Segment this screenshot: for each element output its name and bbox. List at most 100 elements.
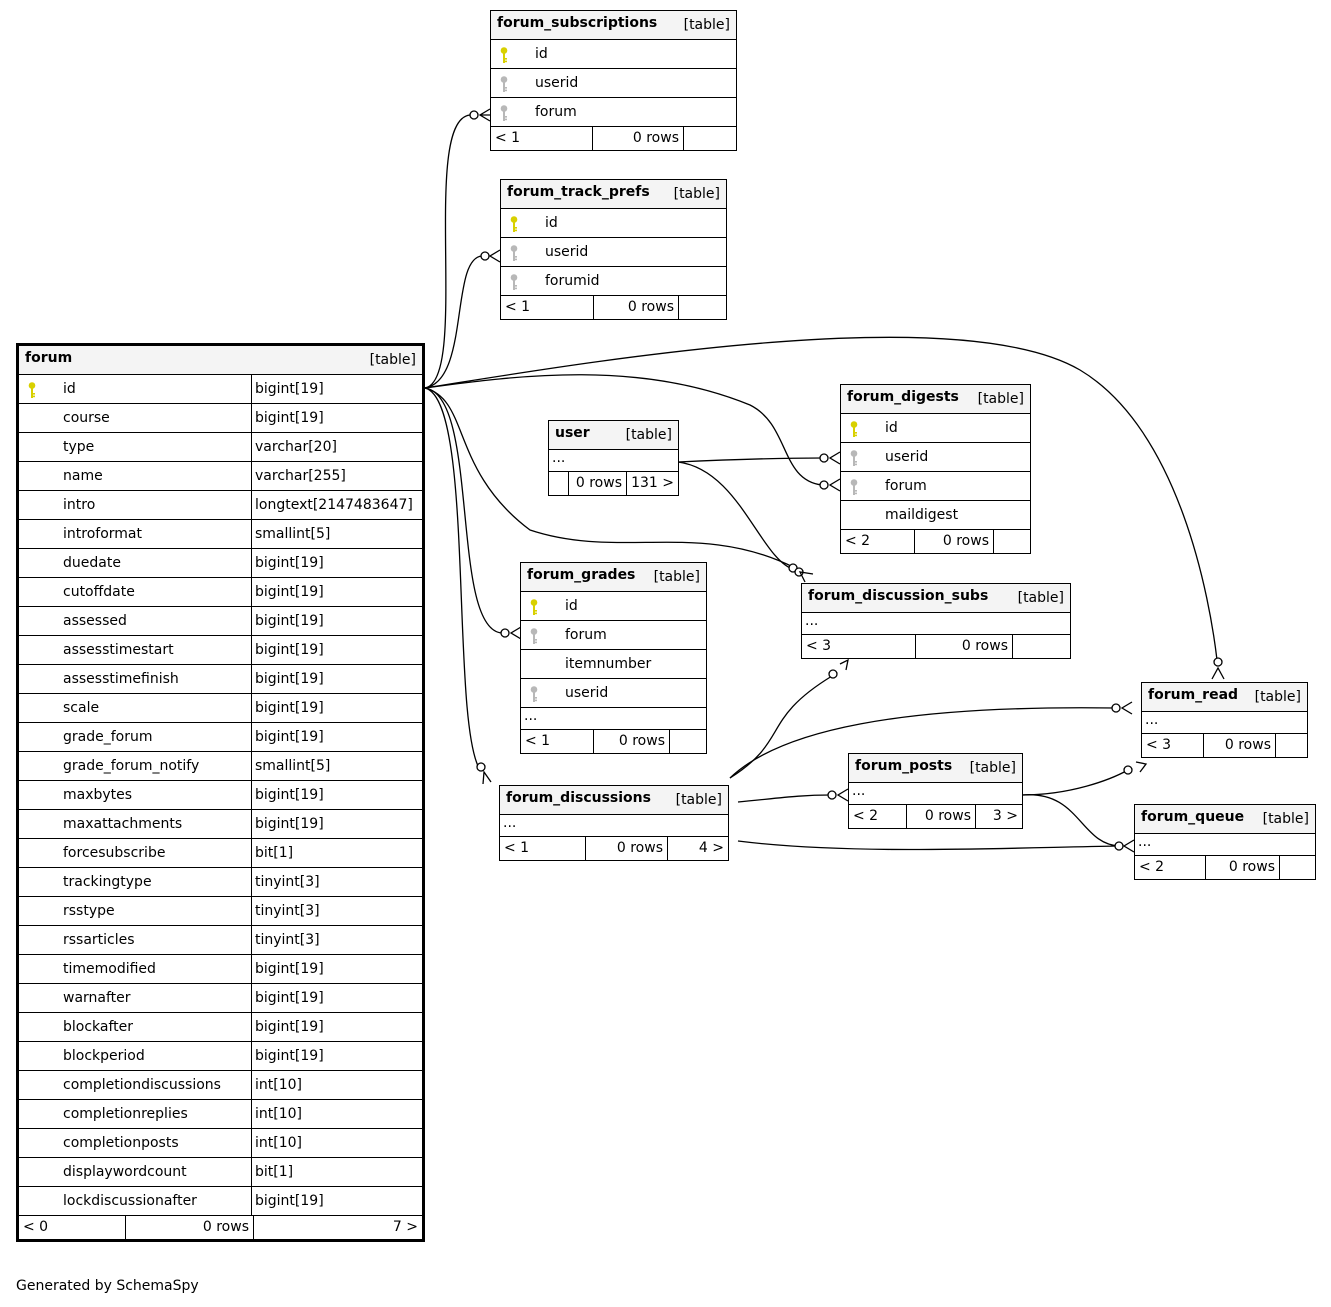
column-row[interactable]: id <box>491 40 736 69</box>
footer-rows: 0 rows <box>914 530 993 553</box>
table-name: forum_grades <box>527 567 636 583</box>
table-forum-discussion-subs[interactable]: forum_discussion_subs [table] ... < 3 0 … <box>801 583 1071 659</box>
crowfoot-arrow <box>509 626 522 640</box>
footer-children[interactable]: 7 > <box>253 1216 422 1239</box>
column-row[interactable]: assessed bigint[19] <box>19 607 422 636</box>
table-type: [table] <box>625 427 672 443</box>
column-name: rssarticles <box>63 932 135 948</box>
footer-parents[interactable]: < 1 <box>504 840 530 856</box>
column-row[interactable]: userid <box>841 443 1030 472</box>
table-footer: < 2 0 rows <box>1135 856 1315 879</box>
footer-children[interactable] <box>683 127 736 150</box>
column-row[interactable]: forum <box>521 621 706 650</box>
footer-parents[interactable]: < 3 <box>806 638 832 654</box>
footer-parents[interactable]: < 1 <box>525 733 551 749</box>
column-name: forum <box>565 627 607 643</box>
column-row[interactable]: id <box>521 592 706 621</box>
table-header: forum_posts [table] <box>849 754 1022 783</box>
column-row[interactable]: maildigest <box>841 501 1030 530</box>
table-footer: 0 rows 131 > <box>549 472 678 495</box>
footer-children[interactable]: 3 > <box>975 805 1022 828</box>
table-forum-discussions[interactable]: forum_discussions [table] ... < 1 0 rows… <box>499 785 729 861</box>
footer-children[interactable] <box>678 296 726 319</box>
table-forum-posts[interactable]: forum_posts [table] ... < 2 0 rows 3 > <box>848 753 1023 829</box>
column-row[interactable]: userid <box>501 238 726 267</box>
footer-children[interactable] <box>669 730 706 753</box>
column-row[interactable]: itemnumber <box>521 650 706 679</box>
link-discussions-discussion-subs <box>729 675 833 779</box>
column-type: bigint[19] <box>251 607 324 635</box>
footer-children[interactable] <box>1275 734 1307 757</box>
table-forum-queue[interactable]: forum_queue [table] ... < 2 0 rows <box>1134 804 1316 880</box>
footer-children[interactable] <box>1012 635 1070 658</box>
footer-parents[interactable]: < 1 <box>495 130 521 146</box>
columns-ellipsis: ... <box>849 783 1022 805</box>
footer-parents[interactable]: < 2 <box>845 533 871 549</box>
column-row[interactable]: forumid <box>501 267 726 296</box>
footer-parents[interactable]: < 1 <box>505 299 531 315</box>
column-name: assesstimestart <box>63 642 174 658</box>
column-row[interactable]: forum <box>841 472 1030 501</box>
table-name: forum_subscriptions <box>497 15 658 31</box>
table-name: forum_queue <box>1141 809 1245 825</box>
column-name: maxattachments <box>63 816 183 832</box>
footer-parents[interactable]: < 2 <box>853 808 879 824</box>
column-name: lockdiscussionafter <box>63 1193 197 1209</box>
column-name: warnafter <box>63 990 131 1006</box>
footer-children[interactable]: 4 > <box>667 837 728 860</box>
crowfoot-arrow <box>828 478 841 492</box>
column-row[interactable]: id <box>501 209 726 238</box>
table-user[interactable]: user [table] ... 0 rows 131 > <box>548 420 679 496</box>
footer-parents[interactable]: < 2 <box>1139 859 1165 875</box>
column-name: assessed <box>63 613 127 629</box>
column-name: forcesubscribe <box>63 845 166 861</box>
column-row[interactable]: userid <box>491 69 736 98</box>
column-row[interactable]: userid <box>521 679 706 708</box>
footer-children[interactable] <box>1279 856 1315 879</box>
column-name: completiondiscussions <box>63 1077 221 1093</box>
table-forum-read[interactable]: forum_read [table] ... < 3 0 rows <box>1141 682 1308 758</box>
column-row[interactable]: id <box>841 414 1030 443</box>
footer-children[interactable]: 131 > <box>626 472 678 495</box>
footer-parents[interactable]: < 3 <box>1146 737 1172 753</box>
footer-parents[interactable]: < 0 <box>23 1219 49 1235</box>
column-type: bigint[19] <box>251 723 324 751</box>
footer-children[interactable] <box>993 530 1030 553</box>
footer-parents[interactable] <box>549 472 568 495</box>
column-row[interactable]: forum <box>491 98 736 127</box>
link-discussions-posts <box>737 794 831 803</box>
